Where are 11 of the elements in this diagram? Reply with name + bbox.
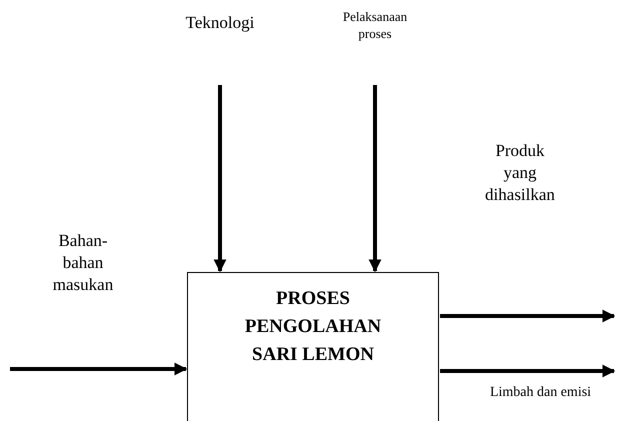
process-box: PROSES PENGOLAHAN SARI LEMON [187,272,439,421]
arrow [440,310,616,322]
input-label: Pelaksanaan proses [335,8,415,44]
edge-label: Limbah dan emisi [488,384,592,402]
arrow [10,362,188,376]
arrow [214,85,226,272]
arrow [440,364,616,378]
input-label: Teknologi [170,10,270,34]
flow-label: Produk yang dihasilkan [484,140,556,206]
flow-label: Bahan-bahan masukan [52,230,114,296]
arrow [368,85,382,272]
